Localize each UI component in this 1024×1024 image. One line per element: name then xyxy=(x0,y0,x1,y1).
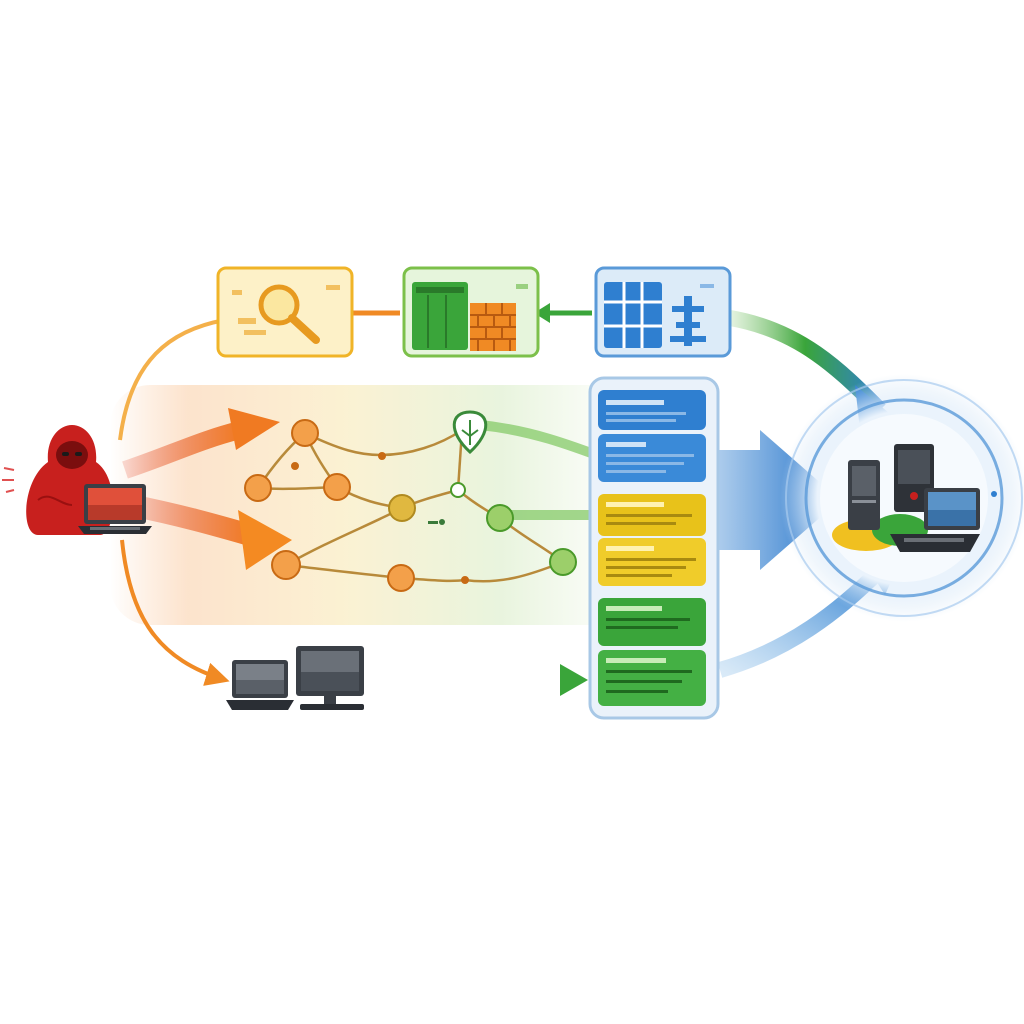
attack-arrow-upper-head xyxy=(228,408,280,450)
network-node xyxy=(323,473,351,501)
attack-arrow-lower xyxy=(127,494,254,546)
shield-pin-icon xyxy=(452,410,488,455)
arrow-head-green xyxy=(534,303,550,323)
laptop-icon xyxy=(226,660,294,710)
firewall-box xyxy=(402,266,540,358)
attack-arrow-upper xyxy=(122,421,243,479)
bottom-laptop xyxy=(226,660,294,710)
network-node xyxy=(271,550,301,580)
bottom-monitor xyxy=(296,646,364,710)
protected-devices-icon xyxy=(832,444,980,552)
server-row xyxy=(598,538,706,586)
monitor-icon xyxy=(296,646,364,710)
firewall-icon xyxy=(470,303,516,351)
network-node xyxy=(388,494,416,522)
network-nodes xyxy=(244,419,577,592)
attack-arrow-lower-head xyxy=(238,510,292,570)
server-row xyxy=(598,390,706,430)
network-node xyxy=(291,419,319,447)
network-node xyxy=(244,474,272,502)
filter-box xyxy=(594,266,732,358)
network-node xyxy=(291,462,299,470)
filter-grid-icon xyxy=(604,282,662,348)
bottom-flow-arrow-head xyxy=(560,664,588,696)
server-row xyxy=(598,434,706,482)
traffic-band xyxy=(110,385,630,625)
network-node xyxy=(450,482,466,498)
server-stack xyxy=(588,376,720,720)
server-row xyxy=(598,598,706,646)
magnifier-icon xyxy=(258,284,320,344)
laptop-icon xyxy=(78,484,152,534)
server-row xyxy=(598,650,706,706)
network-node xyxy=(387,564,415,592)
connector-attacker-to-inspection xyxy=(118,318,226,441)
network-node xyxy=(461,576,469,584)
connector-attacker-to-bottom xyxy=(120,539,230,686)
small-key-icon xyxy=(428,519,445,525)
tower-icon xyxy=(670,296,706,346)
network-node xyxy=(486,504,514,532)
protected-target xyxy=(780,374,1024,622)
inspection-box xyxy=(216,266,354,358)
network-node xyxy=(378,452,386,460)
server-row xyxy=(598,494,706,536)
network-node xyxy=(549,548,577,576)
main-arrow-to-target xyxy=(700,430,840,570)
